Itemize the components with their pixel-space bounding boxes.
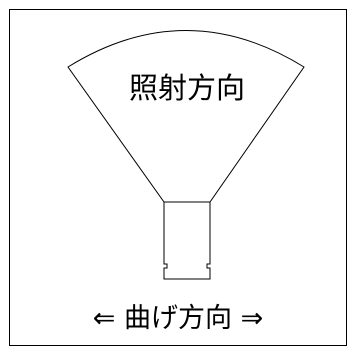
bend-direction-label: ⇐ 曲げ方向 ⇒ [93,303,263,334]
beam-fan-shape [67,30,305,203]
lamp-body [163,201,211,280]
diagram-frame [9,9,347,346]
beam-direction-label: 照射方向 [129,71,245,105]
